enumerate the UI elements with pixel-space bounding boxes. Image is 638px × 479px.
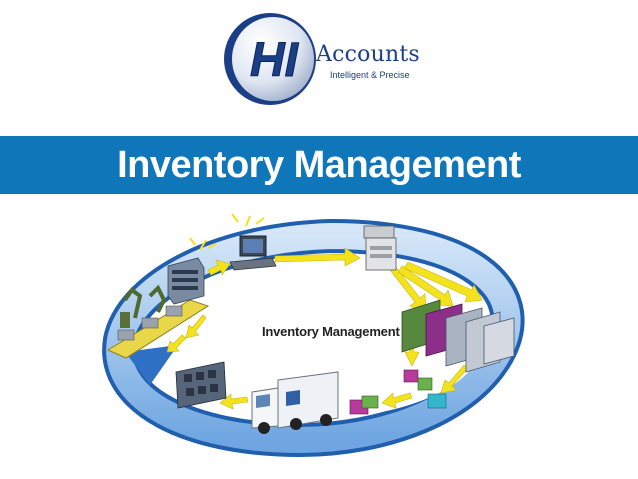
inventory-cycle-diagram <box>102 213 525 458</box>
server-rack-icon <box>167 237 217 305</box>
ring-arrowhead <box>125 345 178 385</box>
brand-name: Accounts <box>316 42 420 67</box>
warehouse-rack-icon <box>175 361 227 409</box>
page-title: Inventory Management <box>117 143 521 186</box>
company-logo: HI <box>224 13 316 105</box>
boxes-icon <box>349 369 447 415</box>
tagline: Intelligent & Precise <box>330 70 410 80</box>
logo-mark: HI <box>250 34 300 87</box>
storage-shelves-icon <box>401 299 515 373</box>
computer-terminal-icon <box>229 213 277 271</box>
robotic-assembly-icon <box>106 284 210 359</box>
logo-wordmark: Accounts Intelligent & Precise <box>316 42 420 81</box>
diagram-center-label: Inventory Management <box>262 324 400 339</box>
title-banner: Inventory Management <box>0 136 638 194</box>
delivery-truck-icon <box>251 371 339 434</box>
printer-icon <box>363 225 397 271</box>
